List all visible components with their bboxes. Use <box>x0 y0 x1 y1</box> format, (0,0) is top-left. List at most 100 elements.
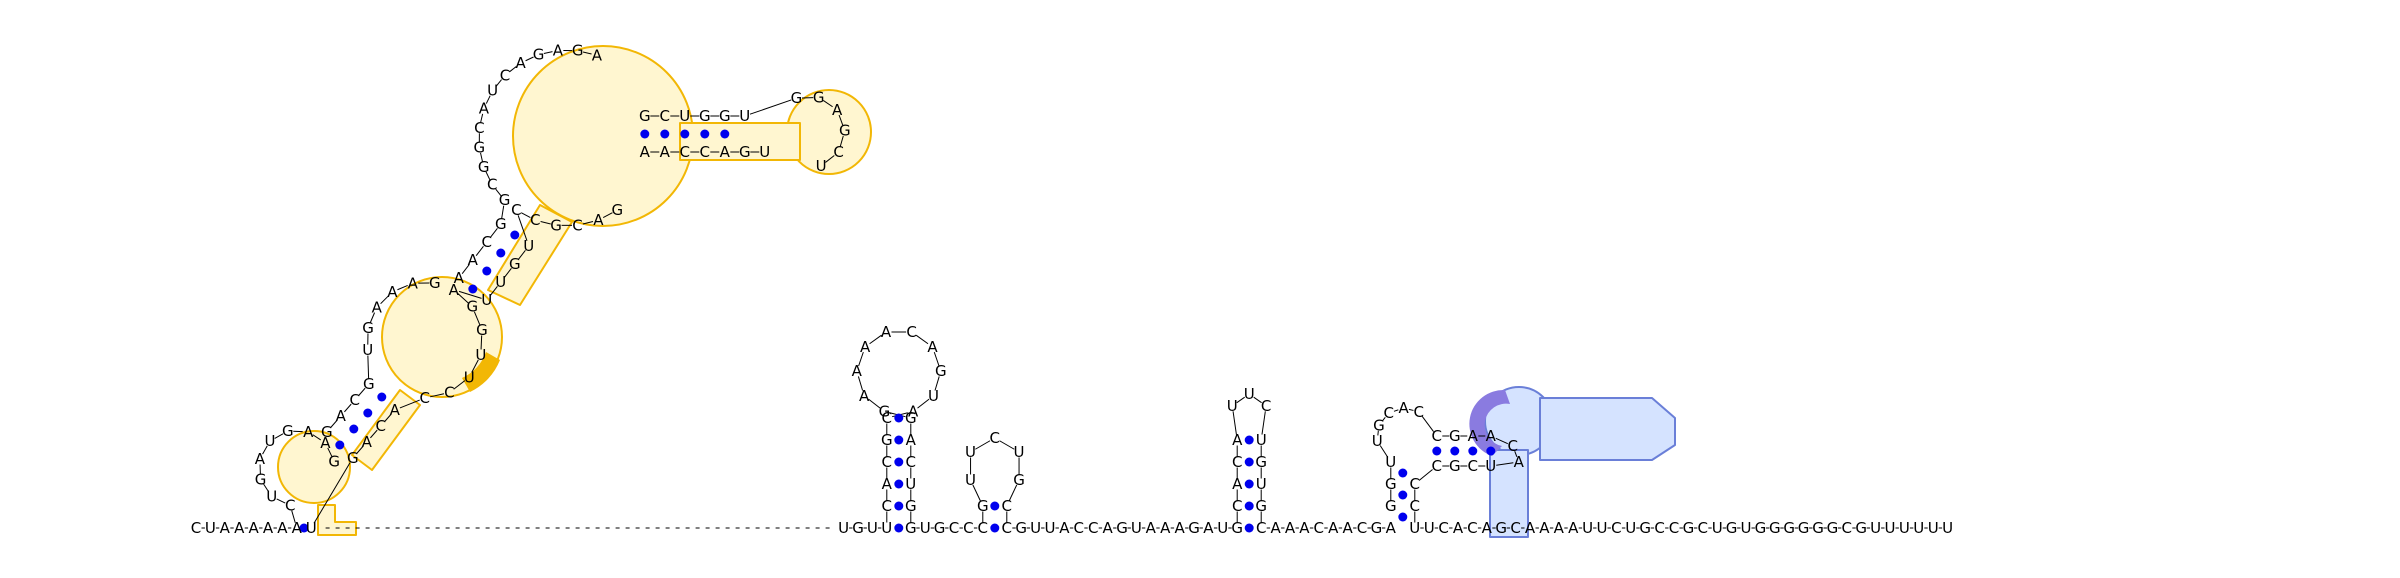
nucleotide-122: C <box>1654 519 1664 537</box>
nucleotide-208: C <box>680 143 690 161</box>
backbone-link <box>480 113 484 123</box>
nucleotide-25: G <box>879 402 891 420</box>
nucleotide-130: G <box>1769 519 1781 537</box>
nucleotide-19: G <box>905 409 917 427</box>
backbone-link <box>344 403 352 413</box>
nucleotide-138: U <box>1885 519 1896 537</box>
nucleotide-145: G <box>255 470 267 488</box>
base-pair-dot <box>1244 457 1254 467</box>
backbone-link <box>330 419 338 429</box>
nucleotide-156: G <box>347 449 359 467</box>
base-pair-dot <box>700 129 710 139</box>
backbone-link <box>520 212 531 219</box>
nucleotide-206: A <box>640 143 651 161</box>
nucleotide-193: A <box>592 46 603 64</box>
backbone-link <box>933 351 940 367</box>
nucleotide-96: A <box>1486 427 1497 445</box>
base-pair-dot <box>1432 446 1442 456</box>
nucleotide-139: U <box>1899 519 1910 537</box>
base-pair-dot <box>1486 446 1496 456</box>
nucleotide-98: A <box>1514 453 1525 471</box>
nucleotide-43: C <box>990 429 1000 447</box>
backbone-links <box>201 50 1943 529</box>
nucleotide-203: G <box>699 107 711 125</box>
backbone-link <box>1393 409 1399 412</box>
nucleotide-107: C <box>1438 519 1448 537</box>
backbone-link <box>453 380 466 390</box>
nucleotide-15: A <box>882 475 893 493</box>
nucleotide-185: C <box>474 119 484 137</box>
nucleotide-4: A <box>234 519 245 537</box>
base-pair-dot <box>720 129 730 139</box>
nucleotide-3: A <box>220 519 231 537</box>
nucleotide-45: G <box>1013 471 1025 489</box>
backbone-link <box>489 286 498 296</box>
nucleotide-187: U <box>487 82 498 100</box>
nucleotide-123: C <box>1669 519 1679 537</box>
nucleotide-40: G <box>977 497 989 515</box>
nucleotide-64: C <box>1232 497 1242 515</box>
backbone-link <box>868 398 881 409</box>
nucleotide-47: C <box>1002 519 1012 537</box>
nucleotide-41: U <box>965 471 976 489</box>
nucleotide-75: C <box>1256 519 1266 537</box>
base-pair-dot <box>1244 523 1254 533</box>
nucleotide-42: U <box>965 443 976 461</box>
nucleotide-56: U <box>1131 519 1142 537</box>
backbone-link <box>367 355 370 379</box>
nucleotide-177: U <box>481 291 492 309</box>
nucleotide-100: C <box>1468 457 1478 475</box>
nucleotide-112: C <box>1510 519 1520 537</box>
base-pair-dot <box>1244 501 1254 511</box>
nucleotide-104: C <box>1410 497 1420 515</box>
nucleotide-13: U <box>881 519 892 537</box>
nucleotide-10: U <box>838 519 849 537</box>
backbone-link <box>471 359 479 373</box>
nucleotide-195: A <box>593 211 604 229</box>
nucleotide-152: G <box>321 423 333 441</box>
nucleotide-125: C <box>1698 519 1708 537</box>
nucleotide-216: G <box>839 122 851 140</box>
nucleotide-52: C <box>1074 519 1084 537</box>
base-pair-dot <box>482 266 492 276</box>
nucleotide-165: G <box>429 274 441 292</box>
backbone-link <box>823 100 833 108</box>
nucleotide-171: C <box>444 384 454 402</box>
backbone-link <box>543 51 553 54</box>
nucleotide-188: C <box>500 66 510 84</box>
backbone-link <box>858 351 864 367</box>
nucleotide-54: A <box>1102 519 1113 537</box>
nucleotide-88: U <box>1372 432 1383 450</box>
nucleotide-60: G <box>1188 519 1200 537</box>
nucleotide-134: G <box>1827 519 1839 537</box>
nucleotide-190: G <box>533 46 545 64</box>
nucleotide-119: C <box>1611 519 1621 537</box>
nucleotide-163: A <box>387 283 398 301</box>
nucleotide-9: U <box>306 519 317 537</box>
base-pair-dot <box>894 435 904 445</box>
backbone-link <box>430 393 445 398</box>
backbone-link <box>1261 411 1266 435</box>
nucleotide-99: U <box>1485 457 1496 475</box>
nucleotide-37: C <box>949 519 959 537</box>
backbone-link <box>934 376 940 391</box>
nucleotide-115: A <box>1554 519 1565 537</box>
backbone-link <box>397 284 408 291</box>
nucleotide-29: A <box>881 323 892 341</box>
nucleotide-147: U <box>264 432 275 450</box>
base-pair-dot <box>894 457 904 467</box>
base-pair-dot <box>377 392 387 402</box>
backbone-link <box>917 398 930 409</box>
nucleotide-158: C <box>376 417 386 435</box>
backbone-link <box>869 334 882 345</box>
nucleotide-113: A <box>1525 519 1536 537</box>
nucleotide-132: G <box>1798 519 1810 537</box>
backbone-link <box>501 205 505 219</box>
highlight-stem2 <box>351 389 421 471</box>
backbone-link <box>1408 408 1414 411</box>
backbone-link <box>356 445 364 455</box>
backbone-link <box>312 434 322 441</box>
nucleotide-157: A <box>362 433 373 451</box>
nucleotide-5: A <box>248 519 259 537</box>
nucleotide-80: A <box>1328 519 1339 537</box>
